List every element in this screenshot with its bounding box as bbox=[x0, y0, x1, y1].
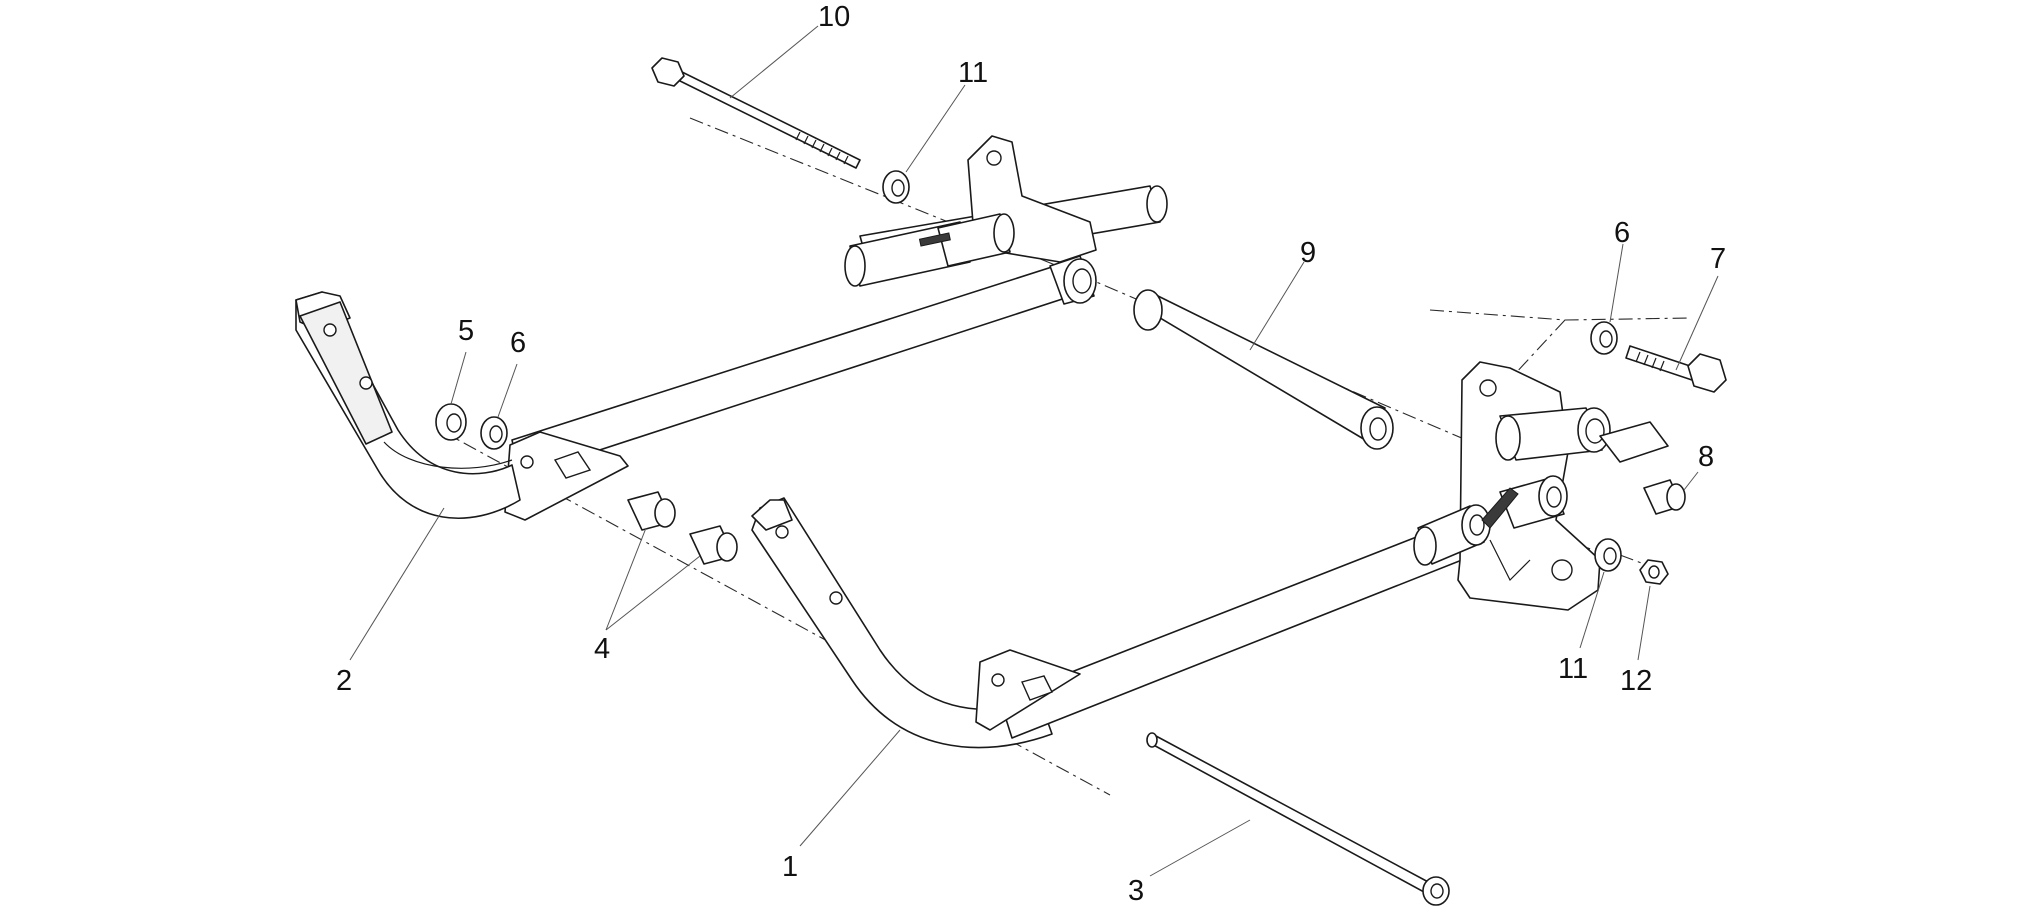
part-11-washer-top bbox=[882, 170, 910, 204]
callout-9: 9 bbox=[1300, 237, 1316, 269]
callout-2: 2 bbox=[336, 665, 352, 697]
callout-10: 10 bbox=[818, 1, 850, 33]
part-8-spacer-right bbox=[1643, 479, 1686, 515]
part-10-long-bolt bbox=[651, 57, 861, 169]
part-3-long-rod bbox=[1146, 732, 1450, 906]
callout-labels: 10 11 9 6 7 5 6 8 2 4 11 12 1 3 bbox=[336, 1, 1726, 907]
callout-12: 12 bbox=[1620, 665, 1652, 697]
callout-5: 5 bbox=[458, 315, 474, 347]
right-bracket-assembly bbox=[1413, 361, 1669, 611]
part-9-pin bbox=[1133, 289, 1394, 450]
callout-4: 4 bbox=[594, 633, 610, 665]
callout-6-left: 6 bbox=[510, 327, 526, 359]
part-4-spacers bbox=[627, 491, 738, 565]
callout-6-right: 6 bbox=[1614, 217, 1630, 249]
part-1-front-handle bbox=[751, 497, 1473, 749]
part-6-washer-left bbox=[480, 416, 508, 450]
callout-7: 7 bbox=[1710, 243, 1726, 275]
part-7-bolt-right bbox=[1625, 345, 1727, 393]
part-6-washer-right bbox=[1590, 321, 1618, 355]
part-5-spacer bbox=[435, 403, 467, 441]
part-2-left-handle bbox=[295, 291, 521, 519]
callout-8: 8 bbox=[1698, 441, 1714, 473]
callout-3: 3 bbox=[1128, 875, 1144, 907]
rear-crossbar-assembly bbox=[504, 135, 1168, 521]
callout-1: 1 bbox=[782, 851, 798, 883]
leader-lines bbox=[349, 25, 1719, 877]
part-11-washer-right bbox=[1594, 538, 1622, 572]
callout-11-top: 11 bbox=[958, 57, 988, 89]
part-12-nut bbox=[1639, 559, 1669, 585]
callout-11-bottom: 11 bbox=[1558, 653, 1588, 685]
